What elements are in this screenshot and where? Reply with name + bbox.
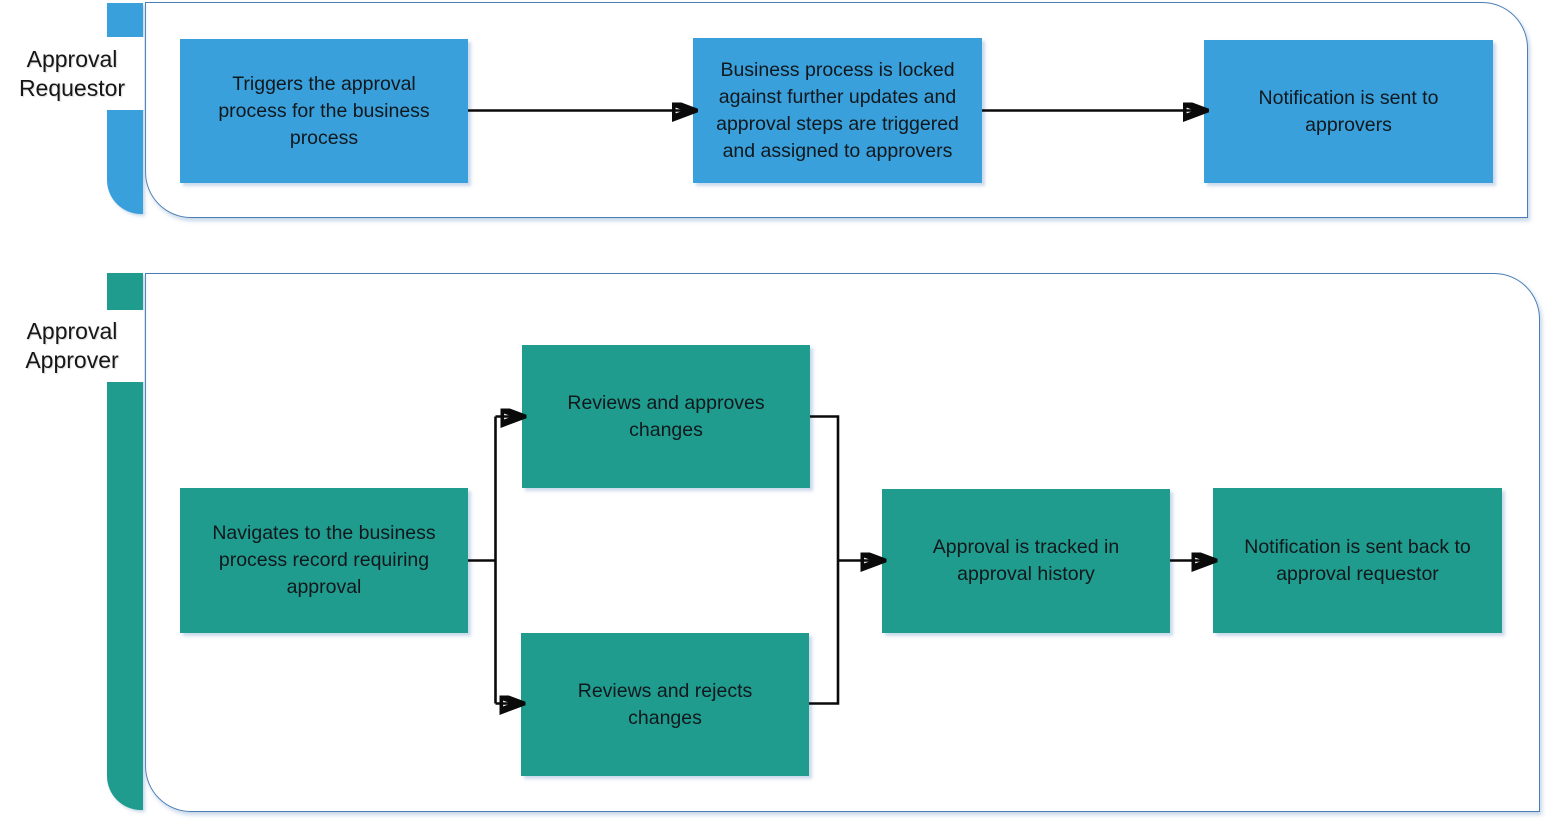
approver-lane-label: Approval Approver [25,318,119,373]
node-reviews-rejects: Reviews and rejects changes [521,633,809,776]
node-triggers-approval-process: Triggers the approval process for the bu… [180,39,468,183]
node-approval-tracked: Approval is tracked in approval history [882,489,1170,633]
node-notification-to-requestor: Notification is sent back to approval re… [1213,488,1502,633]
approver-lane-label-plate: Approval Approver [0,310,144,382]
node-business-process-locked: Business process is locked against furth… [693,38,982,183]
node-navigates-to-record: Navigates to the business process record… [180,488,468,633]
requestor-lane-label-plate: Approval Requestor [0,37,144,110]
node-reviews-approves: Reviews and approves changes [522,345,810,488]
node-notification-to-approvers: Notification is sent to approvers [1204,40,1493,183]
requestor-lane-label: Approval Requestor [18,45,126,101]
